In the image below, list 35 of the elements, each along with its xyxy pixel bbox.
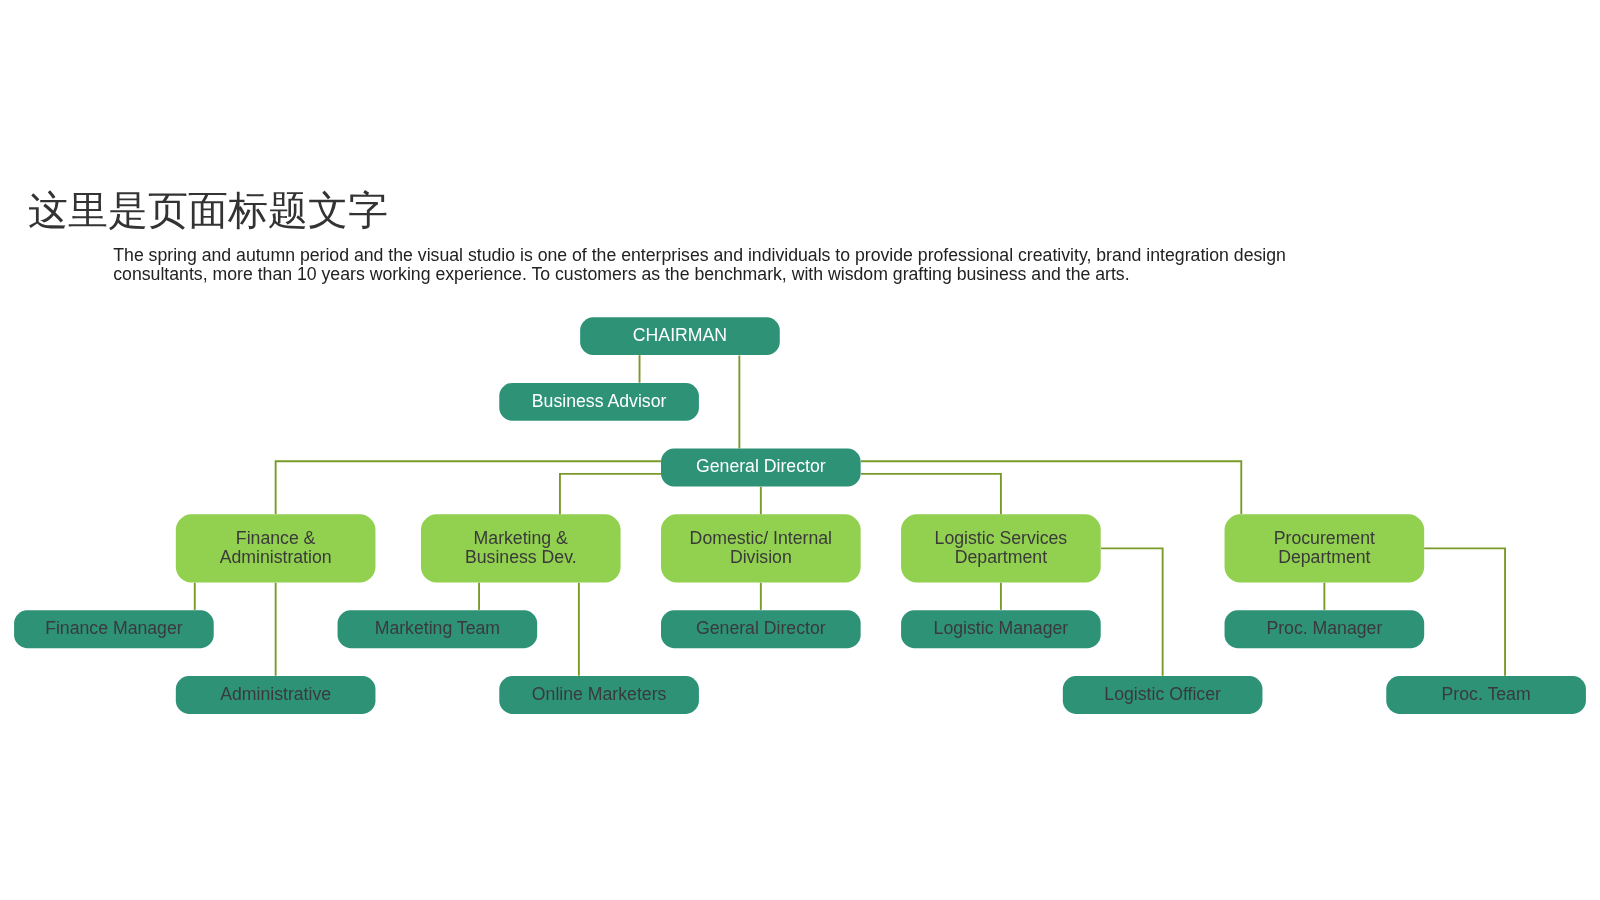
connector [759, 581, 762, 611]
node-box: Online Marketers [499, 675, 699, 714]
node-box: Proc. Team [1386, 675, 1586, 714]
connector [1100, 546, 1164, 677]
node-box: Proc. Manager [1224, 609, 1425, 648]
connector [577, 581, 580, 677]
node-box: Marketing & Business Dev. [420, 513, 621, 583]
connector [193, 581, 196, 611]
diagram-title: 这里是页面标题文字 [28, 186, 389, 233]
connector [478, 581, 480, 611]
node-box: Administrative [175, 675, 376, 714]
node-box: Logistic Services Department [901, 513, 1101, 583]
node-box: Procurement Department [1224, 513, 1425, 583]
node-box: Business Advisor [499, 382, 699, 421]
connector [759, 485, 762, 515]
label: The spring and autumn period and the visual studio is one of the enterprises and individuals to provide professional creativity, brand integration design consultants, more than 10 years working experience. To customers as the benchmark, with wisdom grafting business and the arts. [113, 244, 1286, 284]
connector [274, 459, 662, 515]
connector [1323, 581, 1326, 611]
node-box: Finance Manager [14, 609, 214, 648]
connector [274, 581, 277, 677]
connector [999, 581, 1002, 611]
node-box: CHAIRMAN [580, 316, 780, 355]
connector [859, 472, 1002, 515]
connector [860, 459, 1243, 515]
connector [558, 472, 662, 515]
connector [638, 353, 641, 384]
node-box: Logistic Manager [901, 609, 1101, 648]
node-box: Marketing Team [337, 609, 538, 648]
connector [738, 354, 741, 449]
node-box: Finance & Administration [175, 513, 376, 583]
connector [1423, 546, 1506, 677]
node-box: Logistic Officer [1062, 675, 1263, 714]
node-box: General Director [661, 609, 861, 648]
node-box: Domestic/ Internal Division [661, 513, 861, 583]
node-box: General Director [661, 448, 861, 486]
